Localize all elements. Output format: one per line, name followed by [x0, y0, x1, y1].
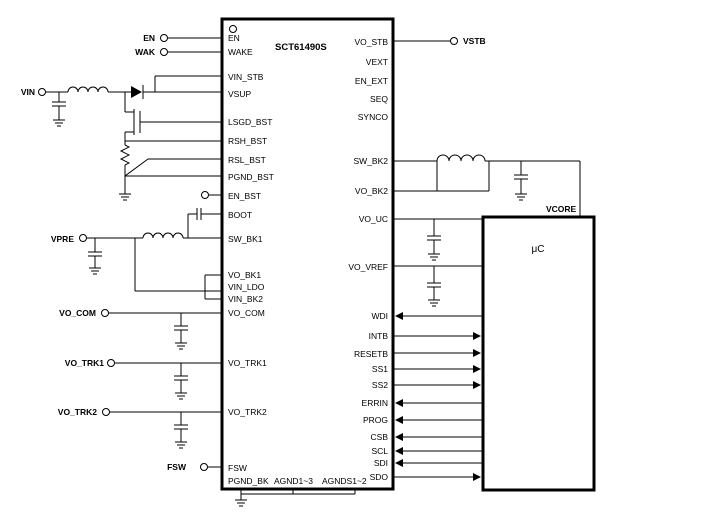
en-terminal: [160, 34, 168, 42]
right-pin-labels: VO_STB VEXT EN_EXT SEQ SYNCO SW_BK2 VO_B…: [348, 37, 388, 482]
pin-wake: WAKE: [228, 47, 253, 57]
label-vpre: VPRE: [51, 234, 74, 244]
pin-vo-bk1: VO_BK1: [228, 270, 261, 280]
label-wak: WAK: [135, 47, 156, 57]
pin-vo-uc: VO_UC: [359, 214, 388, 224]
label-vcore: VCORE: [546, 204, 577, 214]
pin-vin-bk2: VIN_BK2: [228, 294, 263, 304]
pin-en: EN: [228, 33, 240, 43]
mcu-signal-lines: [393, 312, 483, 481]
inductor-bk2: [436, 154, 486, 162]
pin-synco: SYNCO: [358, 112, 389, 122]
pin-vo-vref: VO_VREF: [348, 262, 388, 272]
inductor-bk1: [142, 232, 184, 239]
chip-body: [220, 17, 395, 491]
pin-sw-bk2: SW_BK2: [354, 156, 389, 166]
pin-wdi: WDI: [371, 311, 388, 321]
wak-terminal: [160, 48, 168, 56]
label-vstb: VSTB: [463, 36, 486, 46]
inductor-vin: [67, 86, 109, 93]
pin-pgnd-bst: PGND_BST: [228, 172, 274, 182]
pin-prog: PROG: [363, 415, 388, 425]
vo-trk1-terminal: [107, 359, 115, 367]
pin-sw-bk1: SW_BK1: [228, 234, 263, 244]
pin-rsl-bst: RSL_BST: [228, 155, 266, 165]
mcu-body: [481, 215, 596, 492]
pin-seq: SEQ: [370, 94, 388, 104]
pin-rsh-bst: RSH_BST: [228, 136, 267, 146]
resistor-shunt: [119, 144, 131, 166]
pin-sdo: SDO: [370, 472, 389, 482]
left-pin-labels: EN WAKE VIN_STB VSUP LSGD_BST RSH_BST RS…: [228, 33, 274, 473]
pin-fsw: FSW: [228, 463, 247, 473]
label-vo-com: VO_COM: [59, 308, 96, 318]
pin-boot: BOOT: [228, 210, 252, 220]
pin-sdi: SDI: [374, 458, 388, 468]
pin-agnd: AGND1~3: [274, 476, 313, 486]
pin-vsup: VSUP: [228, 89, 251, 99]
pin1-marker: [229, 25, 237, 33]
pin-pgnd-bk: PGND_BK: [228, 476, 269, 486]
vo-trk2-terminal: [102, 408, 110, 416]
pin-vo-com: VO_COM: [228, 308, 265, 318]
pin-vo-trk1: VO_TRK1: [228, 358, 267, 368]
pin-agnds: AGNDS1~2: [322, 476, 367, 486]
pin-resetb: RESETB: [354, 349, 388, 359]
pin-intb: INTB: [369, 331, 389, 341]
vo-com-terminal: [101, 309, 109, 317]
pin-vo-trk2: VO_TRK2: [228, 407, 267, 417]
label-vo-trk2: VO_TRK2: [58, 407, 97, 417]
label-vin: VIN: [21, 87, 35, 97]
label-fsw: FSW: [167, 462, 187, 472]
pin-vo-bk2: VO_BK2: [355, 186, 388, 196]
label-en: EN: [143, 33, 155, 43]
pin-scl: SCL: [371, 446, 388, 456]
pin-vin-ldo: VIN_LDO: [228, 282, 265, 292]
pin-lsgd-bst: LSGD_BST: [228, 117, 272, 127]
pin-en-bst: EN_BST: [228, 191, 261, 201]
pin-ss1: SS1: [372, 364, 388, 374]
vin-terminal: [38, 88, 46, 96]
vpre-terminal: [79, 234, 87, 242]
pin-vo-stb: VO_STB: [354, 37, 388, 47]
pin-en-ext: EN_EXT: [355, 76, 388, 86]
mcu-label: μC: [532, 244, 545, 255]
pin-vext: VEXT: [366, 57, 388, 67]
fsw-terminal: [200, 463, 208, 471]
pin-csb: CSB: [371, 432, 389, 442]
vstb-terminal: [450, 37, 458, 45]
pin-vin-stb: VIN_STB: [228, 72, 264, 82]
bottom-pin-labels: PGND_BK AGND1~3 AGNDS1~2: [228, 476, 367, 486]
label-vo-trk1: VO_TRK1: [65, 358, 104, 368]
diode-boost: [131, 86, 142, 98]
pin-ss2: SS2: [372, 380, 388, 390]
en-bst-terminal: [201, 191, 209, 199]
chip-title: SCT61490S: [275, 42, 327, 53]
pin-errin: ERRIN: [362, 398, 388, 408]
